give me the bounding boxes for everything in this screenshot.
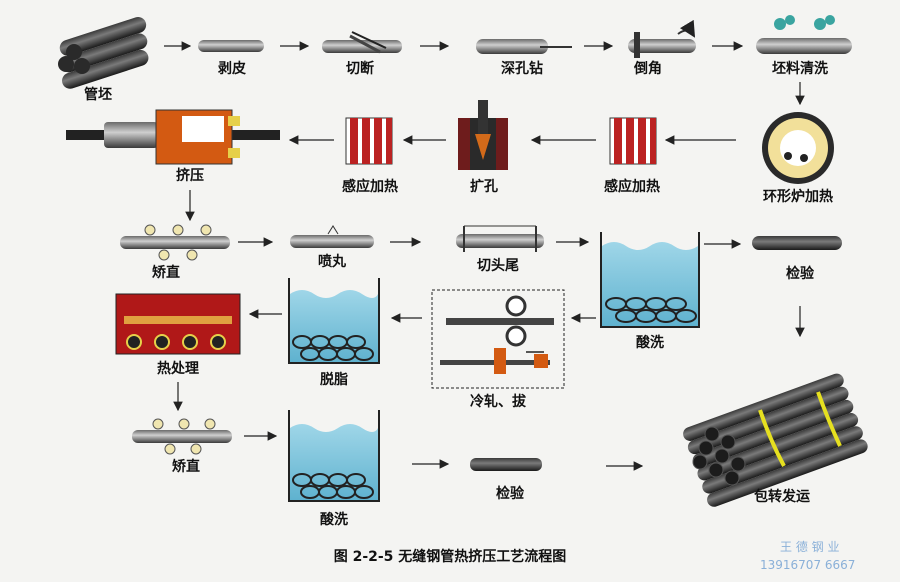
cold-roll-draw-icon <box>431 289 565 389</box>
label-straightening-1: 矫直 <box>152 264 180 281</box>
label-degreasing: 脱脂 <box>320 371 348 388</box>
label-ring-furnace: 环形炉加热 <box>763 188 833 205</box>
straightening-rollers-icon <box>120 224 230 261</box>
expanding-die-icon <box>458 100 508 170</box>
label-pickling-2: 酸洗 <box>320 511 348 528</box>
cleaning-spray-icon <box>756 15 852 54</box>
peeled-bar-icon <box>198 40 264 52</box>
label-crop-ends: 切头尾 <box>477 257 519 274</box>
label-shot-blasting: 喷丸 <box>318 253 347 270</box>
watermark-company: 王 德 钢 业 <box>780 539 839 554</box>
billet-bundle-icon <box>58 16 149 89</box>
cutting-saw-icon <box>322 31 402 54</box>
shot-blasting-icon <box>290 225 374 248</box>
pipe-bundle-icon <box>683 373 868 507</box>
label-cutting: 切断 <box>346 60 374 77</box>
label-packing-shipping: 包转发运 <box>754 488 810 505</box>
ring-furnace-icon <box>762 112 834 184</box>
pickling-tank-icon <box>600 232 700 328</box>
label-cold-roll-draw: 冷轧、拔 <box>470 393 527 410</box>
pickling-tank-icon <box>288 410 380 502</box>
induction-coil-icon <box>609 117 657 165</box>
label-deep-drilling: 深孔钻 <box>501 60 543 77</box>
degreasing-tank-icon <box>288 278 380 364</box>
label-peeling: 剥皮 <box>218 60 246 77</box>
crop-ends-icon <box>456 225 544 252</box>
straightening-rollers-icon <box>132 418 232 455</box>
induction-coil-icon <box>345 117 393 165</box>
inspected-pipe-icon <box>470 458 542 471</box>
label-pickling-1: 酸洗 <box>636 334 664 351</box>
heat-treatment-furnace-icon <box>115 293 241 355</box>
label-extrusion: 挤压 <box>176 167 204 184</box>
label-inspection-2: 检验 <box>496 485 525 502</box>
label-heat-treatment: 热处理 <box>157 360 199 377</box>
label-straightening-2: 矫直 <box>172 458 200 475</box>
watermark-phone: 13916707 6667 <box>760 558 855 572</box>
label-chamfer: 倒角 <box>633 60 662 77</box>
extrusion-press-icon <box>66 109 280 165</box>
label-expanding: 扩孔 <box>470 178 498 195</box>
inspected-pipe-icon <box>752 236 842 250</box>
label-induction-heating-right: 感应加热 <box>604 178 660 195</box>
label-induction-heating-left: 感应加热 <box>342 178 398 195</box>
deep-drill-icon <box>476 39 572 54</box>
figure-caption: 图 2-2-5 无缝钢管热挤压工艺流程图 <box>334 548 567 565</box>
label-billet: 管坯 <box>84 86 112 103</box>
label-billet-cleaning: 坯料清洗 <box>772 60 828 77</box>
chamfer-tool-icon <box>628 19 696 58</box>
label-inspection-1: 检验 <box>786 265 815 282</box>
